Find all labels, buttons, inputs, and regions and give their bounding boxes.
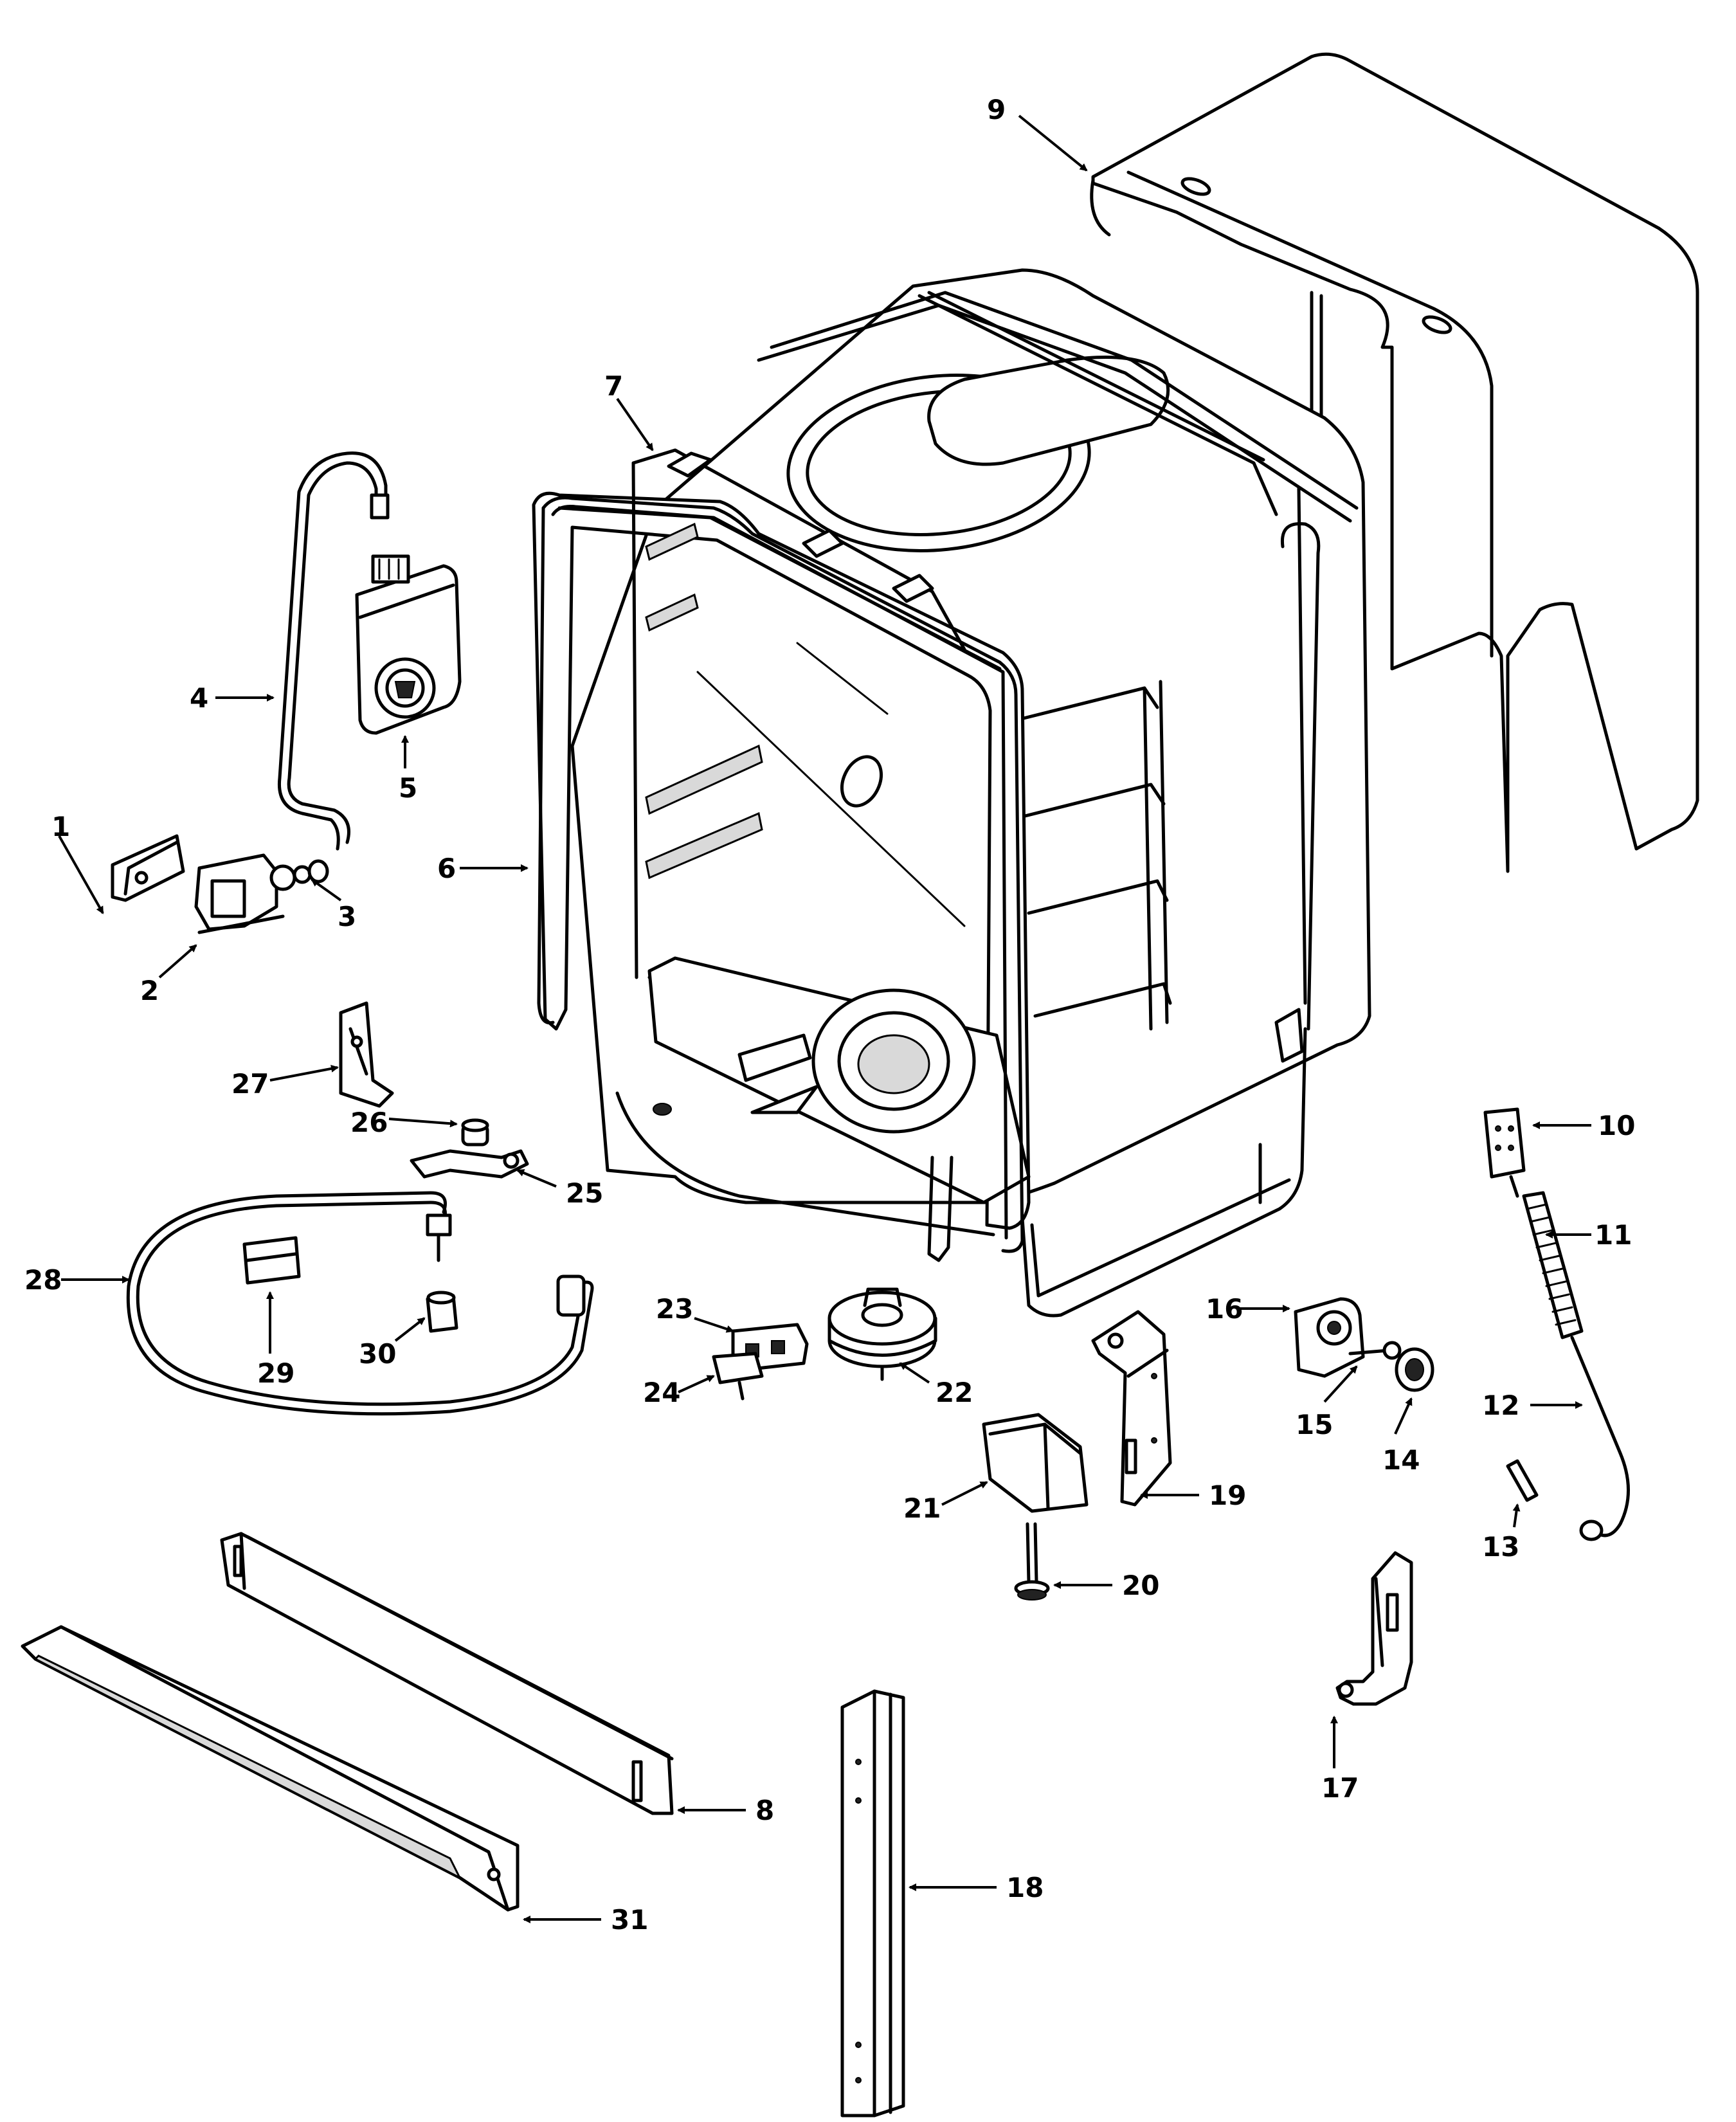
part-4-fill-hose — [277, 451, 390, 851]
part-18-side-channel — [840, 1689, 905, 2117]
part-2-water-valve — [194, 853, 312, 934]
part-16-hinge-bracket — [1294, 1297, 1365, 1378]
callout-12: 12 — [1482, 1390, 1519, 1421]
part-1-valve-bracket — [111, 834, 185, 902]
part-5-detergent-dispenser — [355, 554, 462, 735]
part-8-toe-panel — [220, 1532, 674, 1815]
part-19-junction-bracket — [1091, 1310, 1172, 1507]
callout-5: 5 — [399, 772, 417, 804]
callout-17: 17 — [1321, 1772, 1359, 1804]
callout-8: 8 — [755, 1795, 774, 1826]
part-17-hinge-plate — [1335, 1551, 1413, 1706]
callout-20: 20 — [1122, 1570, 1159, 1601]
part-14-hinge-wheel — [1395, 1347, 1434, 1392]
callout-7: 7 — [604, 370, 623, 402]
part-3-hose-clamp — [307, 859, 329, 884]
leader-lines — [58, 114, 1591, 1923]
callout-14: 14 — [1382, 1444, 1420, 1476]
callout-11: 11 — [1595, 1219, 1632, 1251]
callout-22: 22 — [936, 1377, 973, 1408]
part-6-tub-assembly — [532, 268, 1371, 1318]
callout-19: 19 — [1209, 1480, 1246, 1511]
part-22-drain-cap — [827, 1287, 937, 1381]
part-31-kick-plate — [21, 1625, 520, 1912]
callout-1: 1 — [51, 811, 70, 842]
callout-23: 23 — [656, 1293, 693, 1325]
callout-31: 31 — [611, 1904, 648, 1936]
callout-2: 2 — [140, 975, 159, 1006]
callout-27: 27 — [231, 1068, 269, 1100]
part-29-hose-clip — [242, 1236, 301, 1285]
part-7-vent-clips — [667, 451, 934, 603]
callout-13: 13 — [1482, 1531, 1519, 1563]
callout-15: 15 — [1296, 1409, 1333, 1440]
part-21-junction-box-cover — [982, 1413, 1089, 1513]
callout-30: 30 — [359, 1338, 396, 1370]
part-30-adapter — [426, 1291, 458, 1333]
callout-6: 6 — [437, 853, 456, 884]
callout-28: 28 — [24, 1264, 62, 1296]
part-13-cable-pin — [1506, 1459, 1539, 1502]
part-28-drain-hose — [126, 1191, 594, 1416]
part-6-door-gasket — [537, 496, 1024, 1253]
callout-3: 3 — [338, 901, 356, 932]
callout-25: 25 — [566, 1177, 603, 1209]
callout-4: 4 — [190, 682, 208, 714]
part-24-actuator — [712, 1352, 764, 1401]
callout-16: 16 — [1206, 1293, 1243, 1325]
part-12-spring-cable — [1570, 1336, 1630, 1541]
callout-29: 29 — [257, 1357, 294, 1389]
callout-9: 9 — [987, 94, 1006, 125]
callout-24: 24 — [643, 1377, 680, 1408]
callout-10: 10 — [1598, 1110, 1635, 1141]
part-27-bracket — [339, 1001, 394, 1108]
callout-18: 18 — [1006, 1872, 1044, 1903]
part-11-door-spring — [1509, 1175, 1584, 1339]
part-10-spring-anchor — [1483, 1107, 1526, 1179]
callout-21: 21 — [903, 1492, 941, 1524]
part-20-leveling-leg — [1014, 1522, 1050, 1601]
callout-26: 26 — [350, 1107, 388, 1138]
callout-labels: 1 2 3 4 5 6 7 8 9 10 11 12 13 14 15 16 1… — [24, 94, 1635, 1936]
part-25-float-switch-bracket — [410, 1149, 529, 1179]
part-15-hinge-pin — [1348, 1341, 1402, 1360]
part-26-float — [461, 1118, 489, 1147]
